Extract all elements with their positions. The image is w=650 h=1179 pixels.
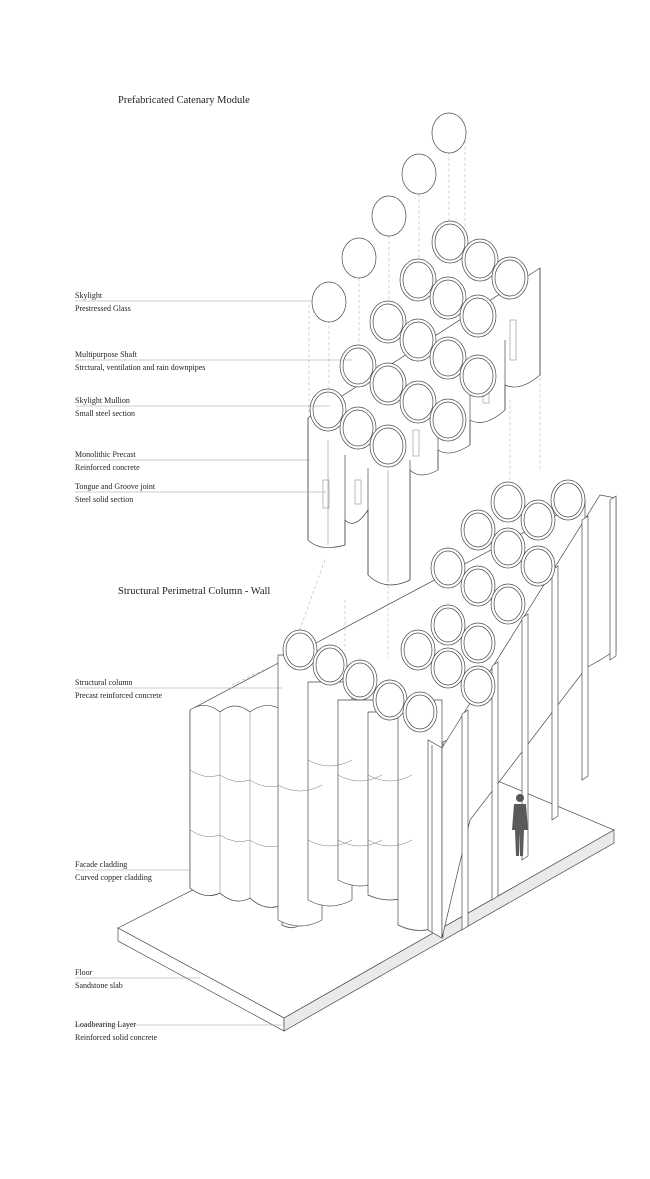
module-skylight-grid [309, 220, 529, 468]
callout-cladding-detail: Curved copper cladding [75, 873, 152, 882]
wall-column-top-disc [285, 632, 315, 668]
skylight-disc [371, 195, 407, 237]
module-skylight-disc [462, 357, 494, 395]
catenary-module [307, 220, 541, 586]
wall-column-top-disc [493, 586, 523, 622]
callout-shaft-name: Multipurpose Shaft [75, 350, 138, 359]
callout-skylight-name: Skylight [75, 291, 103, 300]
facade-cladding-panel [189, 705, 283, 908]
callout-loadbearing-name: Loadbearing Layer [75, 1020, 136, 1029]
callout-cladding-name: Facade cladding [75, 860, 127, 869]
callout-column-name: Structural column [75, 678, 133, 687]
skylight-disc [341, 237, 377, 279]
wall-column-top-disc [463, 512, 493, 548]
callout-joint-detail: Steel solid section [75, 495, 133, 504]
callout-shaft-detail: Strctural, ventilation and rain downpipe… [75, 363, 205, 372]
wall-column-top-disc [433, 650, 463, 686]
wall-column-top-disc [493, 530, 523, 566]
module-skylight-disc [342, 347, 374, 385]
callout-column-detail: Precast reinforced concrete [75, 691, 163, 700]
module-skylight-disc [432, 339, 464, 377]
module-skylight-disc [432, 401, 464, 439]
module-skylight-disc [372, 365, 404, 403]
wall-column-fin [609, 495, 617, 661]
callout-labels: Skylight Prestressed Glass Multipurpose … [75, 291, 205, 1042]
callout-precast-name: Monolithic Precast [75, 450, 136, 459]
skylight-disc [401, 153, 437, 195]
module-skylight-disc [312, 391, 344, 429]
callout-mullion-detail: Small steel section [75, 409, 135, 418]
human-figure [512, 794, 528, 856]
callout-mullion-name: Skylight Mullion [75, 396, 130, 405]
module-skylight-disc [464, 241, 496, 279]
floor-right-edge [283, 829, 615, 1032]
wall-column-top-disc [523, 502, 553, 538]
wall-column-top-disc [405, 694, 435, 730]
wall-column-top-disc [345, 662, 375, 698]
module-skylight-disc [402, 261, 434, 299]
skylight-disc [431, 112, 467, 154]
callout-skylight-detail: Prestressed Glass [75, 304, 131, 313]
skylight-glass-discs [311, 112, 467, 323]
wall-column-top-disc [463, 668, 493, 704]
wall-column-tops [282, 479, 586, 733]
wall-column-top-disc [463, 625, 493, 661]
wall-column-top-disc [375, 682, 405, 718]
module-skylight-disc [462, 297, 494, 335]
leader-lines [75, 300, 352, 1026]
wall-column-top-disc [493, 484, 523, 520]
floor-slab [117, 759, 615, 1032]
wall-column-fin [461, 709, 469, 931]
wall-column-top-disc [553, 482, 583, 518]
wall-column-fins [461, 495, 617, 931]
wall-column-top-disc [433, 607, 463, 643]
module-skylight-disc [494, 259, 526, 297]
wall-column-fin [491, 661, 499, 901]
wall-column-top-disc [433, 550, 463, 586]
wall-column-fin [551, 565, 559, 821]
module-skylight-disc [432, 279, 464, 317]
callout-joint-name: Tongue and Groove joint [75, 482, 156, 491]
wall-column-top-disc [523, 548, 553, 584]
module-skylight-disc [342, 409, 374, 447]
skylight-disc [311, 281, 347, 323]
module-skylight-disc [402, 383, 434, 421]
callout-floor-detail: Sandstone slab [75, 981, 123, 990]
wall-title: Structural Perimetral Column - Wall [118, 586, 270, 597]
module-skylight-disc [372, 303, 404, 341]
callout-precast-detail: Reinforced concrete [75, 463, 140, 472]
callout-floor-name: Floor [75, 968, 93, 977]
module-skylight-disc [434, 223, 466, 261]
callout-loadbearing-detail: Reinforced solid concrete [75, 1033, 158, 1042]
wall-column-top-disc [463, 568, 493, 604]
module-title: Prefabricated Catenary Module [118, 95, 250, 106]
module-skylight-disc [372, 427, 404, 465]
column-wall [189, 479, 617, 939]
module-skylight-disc [402, 321, 434, 359]
wall-column-top-disc [315, 647, 345, 683]
wall-column-fin [581, 515, 589, 781]
wall-column-top-disc [403, 632, 433, 668]
